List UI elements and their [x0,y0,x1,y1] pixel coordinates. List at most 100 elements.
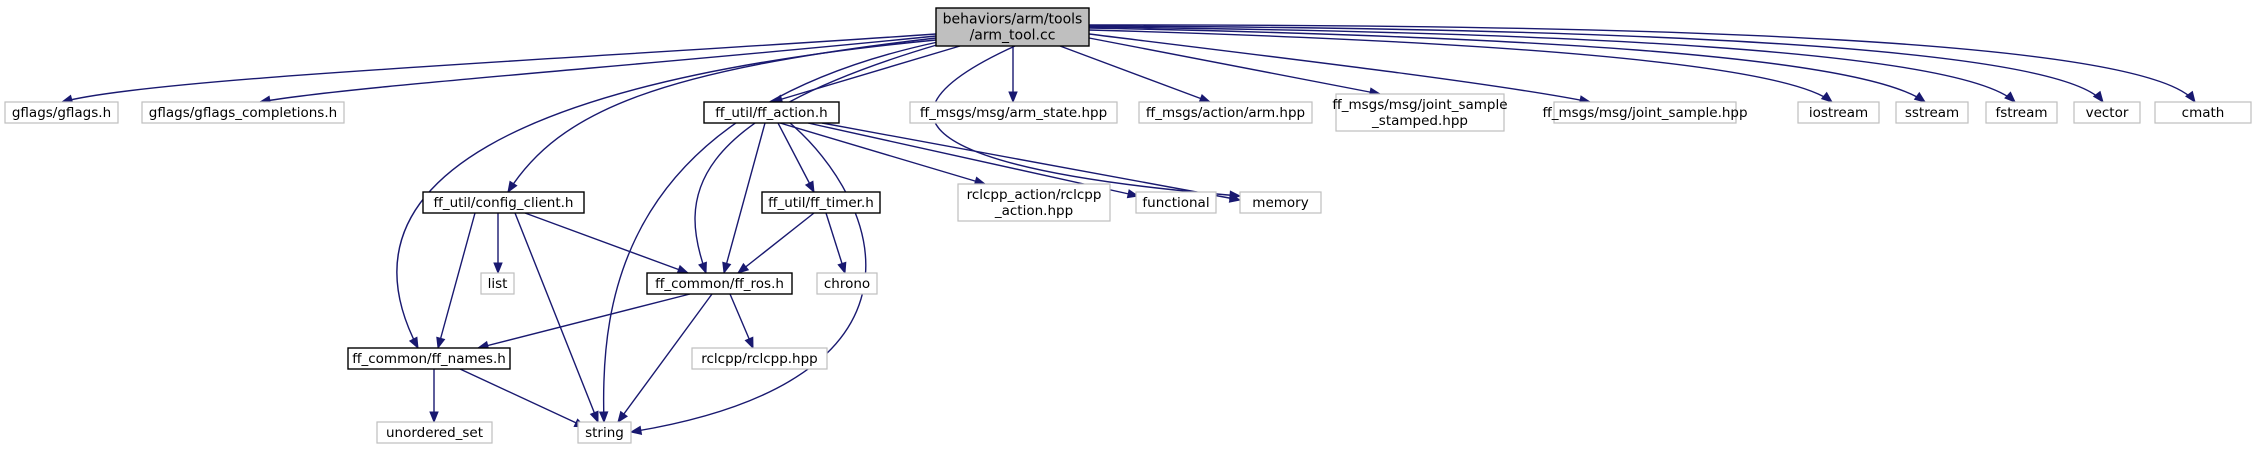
edge-config-client-to-list [493,213,503,275]
edge-line [524,212,689,274]
node-ff-timer[interactable]: ff_util/ff_timer.h [761,191,881,214]
node-config-client[interactable]: ff_util/config_client.h [422,191,585,214]
node-label: rclcpp/rclcpp.hpp [701,351,818,367]
arrow-head-icon [408,336,419,350]
node-arm-hpp: ff_msgs/action/arm.hpp [1138,101,1313,124]
edge-line [514,212,599,423]
node-sstream: sstream [1895,101,1969,124]
node-unordered-set: unordered_set [376,421,493,444]
node-box [646,272,793,295]
arrow-head-icon [837,261,847,275]
edge-arm-tool-to-joint-sample-stamped [1088,37,1382,97]
node-label: ff_common/ff_ros.h [655,276,784,292]
node-ff-action[interactable]: ff_util/ff_action.h [703,101,840,124]
node-label: ff_common/ff_names.h [352,351,506,367]
edge-ff-ros-to-string [617,293,713,424]
node-ff-names[interactable]: ff_common/ff_names.h [347,347,511,370]
node-label: ff_msgs/msg/joint_sample [1332,97,1507,113]
edge-line [694,43,941,274]
node-box [422,191,585,214]
edge-line [1088,26,2016,103]
node-box [141,101,345,124]
node-box [1138,101,1313,124]
edge-line [259,35,937,103]
node-box [761,191,881,214]
node-box [1895,101,1969,124]
edge-line [396,39,937,349]
node-box [1797,101,1880,124]
edge-arm-tool-to-gflags-completions [258,35,937,105]
node-vector: vector [2073,101,2141,124]
edge-arm-tool-to-ff-ros [694,43,941,275]
edge-line [737,212,815,274]
node-box [480,272,515,295]
edge-line [825,212,846,274]
node-label: ff_msgs/msg/arm_state.hpp [920,105,1107,121]
edge-line [1088,24,2196,103]
node-box [816,272,878,295]
node-ff-ros[interactable]: ff_common/ff_ros.h [646,272,793,295]
arrow-head-icon [1198,93,1212,103]
arrow-head-icon [736,262,750,274]
edge-arm-tool-to-arm-hpp [1059,45,1212,103]
edge-line [723,122,766,274]
edge-arm-tool-to-iostream [1088,29,1834,103]
edge-arm-tool-to-string [598,41,939,424]
edge-arm-tool-to-sstream [1088,27,1927,103]
node-functional: functional [1135,191,1217,214]
node-box [2073,101,2141,124]
node-gflags-completions: gflags/gflags_completions.h [141,101,345,124]
node-label: cmath [2182,105,2225,121]
node-arm-state: ff_msgs/msg/arm_state.hpp [909,101,1118,124]
edge-line [1088,29,1833,103]
node-label: gflags/gflags.h [12,105,111,121]
edge-line [1088,25,2104,103]
arrow-head-icon [1228,193,1242,203]
edge-line [771,45,961,103]
edge-line [1059,45,1211,103]
node-label: fstream [1995,105,2047,121]
edge-arm-tool-to-fstream [1088,26,2016,103]
arrow-head-icon [507,180,518,194]
edge-line [602,41,939,423]
node-gflags: gflags/gflags.h [4,101,119,124]
arrow-head-icon [2092,90,2104,104]
node-label: unordered_set [386,425,483,441]
arrow-head-icon [1820,91,1834,103]
edge-config-client-to-string [514,212,599,424]
node-memory: memory [1239,191,1322,214]
edge-arm-tool-to-arm-state [1008,46,1018,104]
node-box [2154,101,2252,124]
node-label: rclcpp_action/rclcpp [967,187,1102,203]
node-label: memory [1252,195,1308,211]
node-iostream: iostream [1797,101,1880,124]
edge-line [459,368,586,428]
edge-line [477,293,691,349]
edge-ff-action-to-ff-timer [777,122,815,194]
edge-line [1088,27,1926,103]
arrow-head-icon [698,261,707,275]
node-box [347,347,511,370]
edge-line [779,122,986,185]
edge-config-client-to-ff-names [436,212,476,350]
node-label: ff_msgs/action/arm.hpp [1146,105,1305,121]
edge-arm-tool-to-vector [1088,25,2104,104]
edge-ff-timer-to-ff-ros [736,212,815,274]
edge-ff-action-to-memory [821,122,1242,203]
node-label: ff_util/ff_action.h [715,105,827,121]
node-label: _stamped.hpp [1371,113,1468,129]
node-label: string [585,425,624,441]
node-label: behaviors/arm/tools [943,12,1083,28]
edge-line [61,33,937,103]
arrow-head-icon [629,425,643,435]
node-box [691,347,828,370]
node-label: ff_msgs/msg/joint_sample.hpp [1542,105,1747,121]
node-box [4,101,119,124]
node-label: ff_util/config_client.h [434,195,574,211]
node-box [957,183,1111,222]
node-box [1335,93,1505,132]
node-label: gflags/gflags_completions.h [149,105,337,121]
arrow-head-icon [744,336,754,350]
node-chrono: chrono [816,272,878,295]
node-arm-tool[interactable]: behaviors/arm/tools/arm_tool.cc [935,7,1090,47]
